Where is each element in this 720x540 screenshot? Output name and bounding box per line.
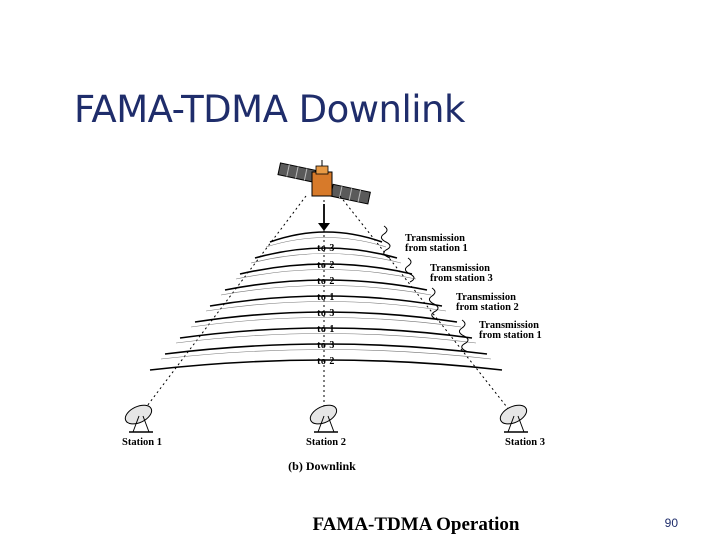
- slot-label: to 2: [317, 356, 335, 367]
- transmission-label-line2: from station 1: [479, 330, 542, 341]
- slot-band-shade: [265, 237, 387, 248]
- satellite-icon: [277, 160, 371, 205]
- dish-antenna-icon: [124, 404, 153, 433]
- transmission-label-line2: from station 3: [430, 273, 493, 284]
- slot-label: to 1: [317, 292, 335, 303]
- slot-band-shade: [175, 333, 477, 344]
- station-label: Station 1: [122, 437, 162, 448]
- slot-boundary-line: [149, 359, 503, 371]
- page-number: 90: [664, 516, 678, 530]
- dish-antenna-icon: [309, 404, 338, 433]
- transmission-labels: Transmission from station 1 Transmission…: [405, 233, 542, 341]
- station-label: Station 2: [306, 437, 346, 448]
- transmission-braces: [380, 225, 469, 353]
- slot-band-shade: [220, 285, 432, 296]
- diagram-subcaption: (b) Downlink: [288, 459, 356, 473]
- slot-label: to 3: [317, 340, 335, 351]
- transmission-label-line1: Transmission: [456, 292, 516, 303]
- transmission-label-line1: Transmission: [430, 263, 490, 274]
- slot-band-shade: [235, 269, 417, 280]
- transmission-label-line1: Transmission: [405, 233, 465, 244]
- time-slot-bands: [149, 231, 503, 371]
- slot-label: to 3: [317, 243, 335, 254]
- slot-label: to 1: [317, 324, 335, 335]
- slot-boundary-line: [224, 279, 428, 291]
- beam-lines: [137, 195, 515, 419]
- transmission-label-line2: from station 1: [405, 243, 468, 254]
- slot-band-shade: [160, 349, 492, 360]
- slide-title: FAMA-TDMA Downlink: [74, 88, 465, 131]
- station-label: Station 3: [505, 437, 545, 448]
- slot-band-shade: [205, 301, 447, 312]
- slot-label: to 2: [317, 260, 335, 271]
- slot-boundary-line: [194, 311, 458, 323]
- slot-boundary-line: [269, 231, 383, 243]
- slot-label: to 3: [317, 308, 335, 319]
- dish-antenna-icon: [499, 404, 528, 433]
- slot-band-shade: [250, 253, 402, 264]
- diagram-caption: FAMA-TDMA Operation: [312, 514, 519, 535]
- slot-labels: to 3 to 2 to 2 to 1 to 3 to 1 to 3 to 2: [317, 243, 335, 367]
- slot-label: to 2: [317, 276, 335, 287]
- slot-boundary-line: [239, 263, 413, 275]
- transmission-label-line2: from station 2: [456, 302, 519, 313]
- transmission-label-line1: Transmission: [479, 320, 539, 331]
- slot-boundary-line: [209, 295, 443, 307]
- slot-boundary-line: [164, 343, 488, 355]
- slot-boundary-line: [179, 327, 473, 339]
- slot-boundary-line: [254, 247, 398, 259]
- slot-band-shade: [190, 317, 462, 328]
